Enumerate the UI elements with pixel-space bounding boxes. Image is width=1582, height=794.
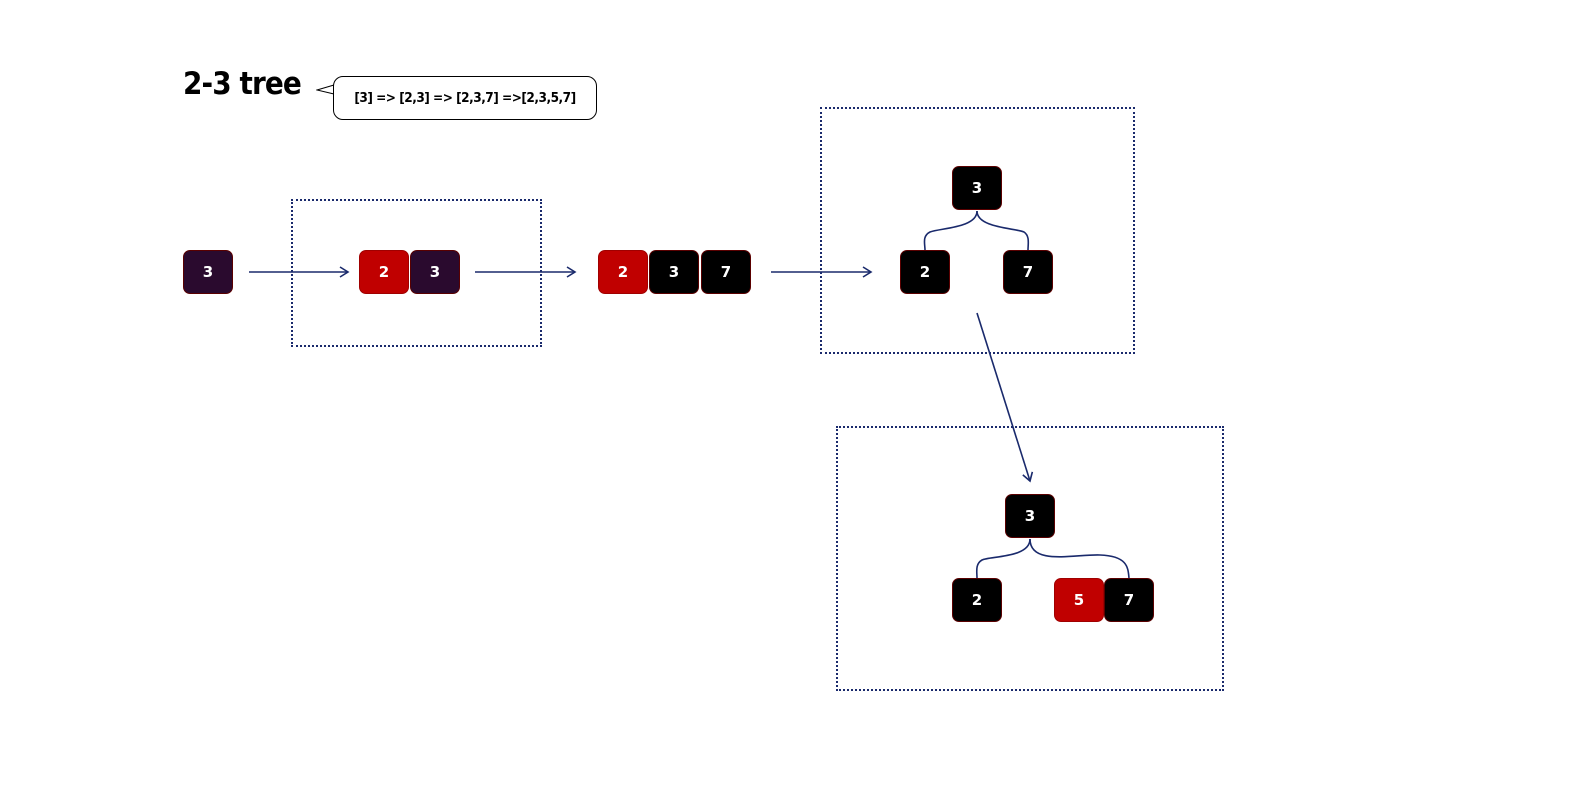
speech-bubble-tail xyxy=(316,84,335,95)
stage4-right-7: 7 xyxy=(1003,250,1053,294)
edge-stage4-root-left xyxy=(923,210,978,251)
stage3-node-3: 3 xyxy=(649,250,699,294)
edge-stage5-root-left xyxy=(975,538,1031,579)
sequence-note-text: [3] => [2,3] => [2,3,7] =>[2,3,5,7] xyxy=(354,90,576,106)
stage3-node-7: 7 xyxy=(701,250,751,294)
diagram-title: 2-3 tree xyxy=(183,66,302,102)
edge-stage4-root-right xyxy=(976,210,1030,251)
edge-stage5-root-right xyxy=(1029,538,1130,579)
stage3-node-2: 2 xyxy=(598,250,648,294)
frame-stage-5 xyxy=(836,426,1224,691)
stage4-root-3: 3 xyxy=(952,166,1002,210)
stage5-left-2: 2 xyxy=(952,578,1002,622)
stage4-left-2: 2 xyxy=(900,250,950,294)
arrow-stage4-to-stage5 xyxy=(976,312,1034,483)
stage2-node-3: 3 xyxy=(410,250,460,294)
stage1-node-3: 3 xyxy=(183,250,233,294)
stage2-node-2: 2 xyxy=(359,250,409,294)
sequence-note-bubble: [3] => [2,3] => [2,3,7] =>[2,3,5,7] xyxy=(333,76,597,120)
frame-stage-4 xyxy=(820,107,1135,354)
stage5-right-5: 5 xyxy=(1054,578,1104,622)
frame-stage-2 xyxy=(291,199,542,347)
stage5-right-7: 7 xyxy=(1104,578,1154,622)
stage5-root-3: 3 xyxy=(1005,494,1055,538)
